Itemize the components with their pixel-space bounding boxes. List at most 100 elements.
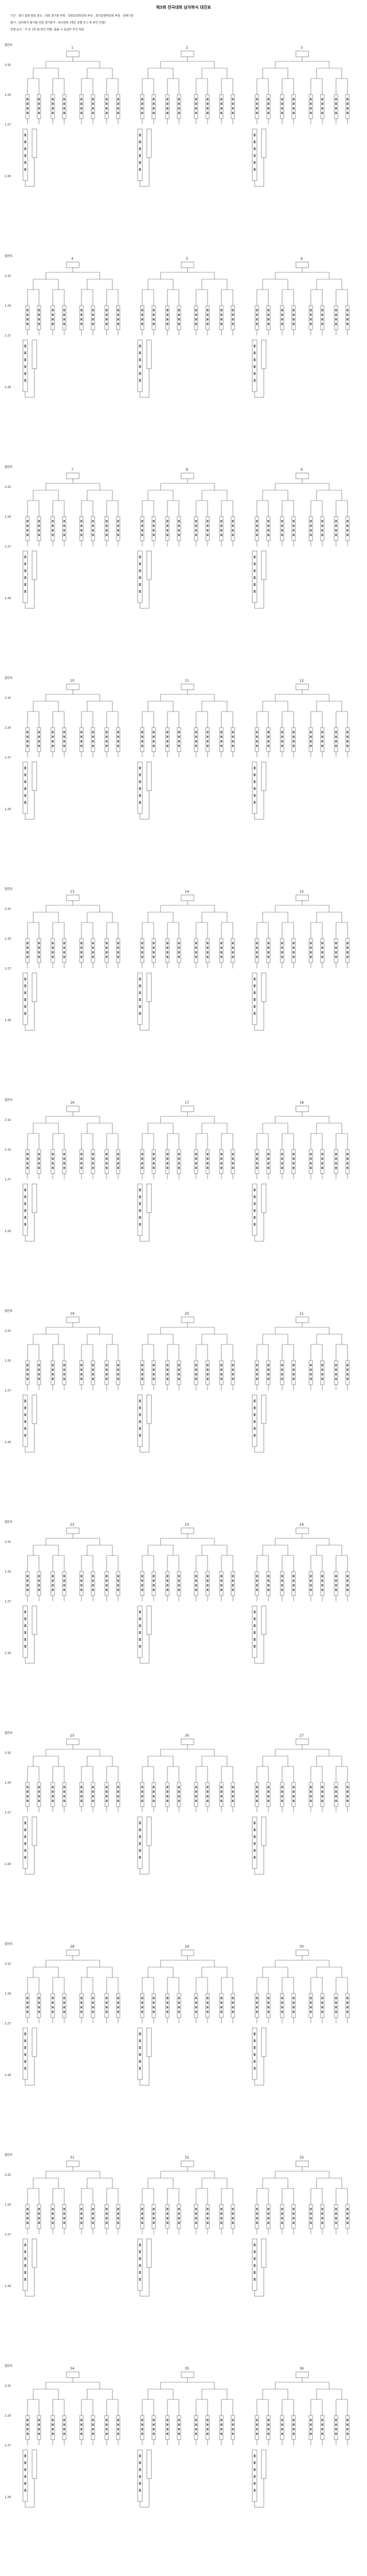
entry-name-mark	[117, 956, 119, 958]
entry-name-mark	[310, 951, 312, 953]
entry-name-mark	[220, 107, 222, 110]
entry-name-mark	[117, 1364, 119, 1366]
entry-name-mark	[256, 956, 258, 958]
entry-name-mark	[335, 942, 337, 944]
entry-name-mark	[256, 951, 258, 953]
entry-name-mark	[281, 323, 283, 325]
entry-name-mark	[310, 2222, 312, 2224]
entry-name-mark	[253, 1617, 256, 1620]
entry-name-mark	[335, 2428, 337, 2430]
entry-name-mark	[106, 1584, 108, 1586]
entry-name-mark	[24, 1223, 26, 1226]
entry-name-mark	[253, 2243, 256, 2246]
entry-name-mark	[178, 951, 180, 953]
entry-name-mark	[166, 318, 169, 320]
entry-name-mark	[253, 2264, 256, 2267]
entry-name-mark	[52, 2428, 54, 2430]
entry-name-mark	[232, 731, 234, 733]
entry-name-mark	[166, 1369, 169, 1371]
page-title: 제3회 전국대회 남자복식 대진표	[156, 5, 211, 10]
entry-name-mark	[178, 520, 180, 522]
entry-name-mark	[141, 2011, 143, 2013]
winner-box	[66, 261, 80, 268]
entry-name-mark	[80, 2002, 83, 2004]
entry-name-mark	[256, 112, 258, 114]
entry-name-mark	[281, 731, 283, 733]
entry-name-mark	[80, 318, 83, 320]
entry-name-mark	[335, 951, 337, 953]
entry-name-mark	[153, 323, 155, 325]
entry-name-mark	[178, 1158, 180, 1160]
bracket-number: 15	[299, 890, 304, 894]
bracket-tree: 16	[22, 1098, 131, 1310]
qualifier-slot	[32, 1605, 37, 1635]
entry-name-mark	[80, 956, 83, 958]
entry-name-mark	[26, 2011, 29, 2013]
entry-name-mark	[321, 1580, 323, 1582]
entry-name-mark	[139, 569, 141, 572]
entry-name-mark	[117, 323, 119, 325]
entry-name-mark	[321, 2213, 323, 2215]
entry-name-mark	[281, 1589, 283, 1591]
entry-name-mark	[335, 1158, 337, 1160]
entry-name-mark	[335, 314, 337, 316]
entry-name-mark	[232, 956, 234, 958]
entry-name-mark	[178, 1580, 180, 1582]
entry-name-mark	[321, 951, 323, 953]
entry-name-mark	[346, 1584, 349, 1586]
entry-name-mark	[141, 1580, 143, 1582]
entry-name-mark	[310, 309, 312, 311]
entry-name-mark	[63, 736, 65, 738]
entry-name-mark	[292, 731, 295, 733]
entry-name-mark	[80, 1158, 83, 1160]
entry-name-mark	[24, 1406, 26, 1409]
entry-name-mark	[106, 309, 108, 311]
entry-name-mark	[310, 1167, 312, 1169]
entry-name-mark	[292, 736, 295, 738]
entry-name-mark	[292, 314, 295, 316]
entry-name-mark	[256, 2011, 258, 2013]
bracket-diagram: 33	[252, 2156, 350, 2297]
entry-name-mark	[256, 2433, 258, 2435]
entry-name-mark	[139, 2475, 141, 2478]
entry-name-mark	[166, 1589, 169, 1591]
entry-name-mark	[106, 2433, 108, 2435]
entry-name-mark	[256, 314, 258, 316]
entry-name-mark	[166, 525, 169, 527]
entry-name-mark	[24, 1849, 26, 1852]
entry-name-mark	[38, 1997, 40, 1999]
entry-name-mark	[206, 1364, 209, 1366]
entry-name-mark	[267, 745, 270, 747]
entry-name-mark	[321, 2208, 323, 2210]
entry-name-mark	[267, 1373, 270, 1375]
entry-name-mark	[117, 2011, 119, 2013]
entry-name-mark	[141, 1158, 143, 1160]
bracket-diagram: 11	[137, 679, 235, 820]
entry-name-mark	[80, 1997, 83, 1999]
entry-name-mark	[141, 534, 143, 536]
entry-name-mark	[220, 2423, 222, 2426]
entry-name-mark	[24, 1645, 26, 1648]
entry-name-mark	[335, 2213, 337, 2215]
entry-name-mark	[195, 2423, 197, 2426]
entry-name-mark	[206, 1373, 209, 1375]
entry-name-mark	[267, 1580, 270, 1582]
entry-name-mark	[141, 318, 143, 320]
entry-name-mark	[253, 365, 256, 368]
entry-name-mark	[106, 525, 108, 527]
entry-name-mark	[24, 787, 26, 790]
page-header: 제3회 전국대회 남자복식 대진표 기간 : 경기 일정 참조 장소 : 대회 …	[0, 0, 367, 46]
entry-name-mark	[310, 1786, 312, 1788]
entry-name-mark	[346, 740, 349, 742]
entry-name-mark	[166, 520, 169, 522]
entry-name-mark	[220, 520, 222, 522]
entry-name-mark	[310, 1584, 312, 1586]
entry-name-mark	[253, 787, 256, 790]
winner-box	[181, 683, 194, 690]
qualifier-slot	[261, 339, 267, 369]
entry-name-mark	[80, 112, 83, 114]
entry-name-mark	[38, 2006, 40, 2008]
entry-name-mark	[281, 2428, 283, 2430]
entry-name-mark	[24, 767, 26, 769]
entry-name-mark	[256, 1158, 258, 1160]
